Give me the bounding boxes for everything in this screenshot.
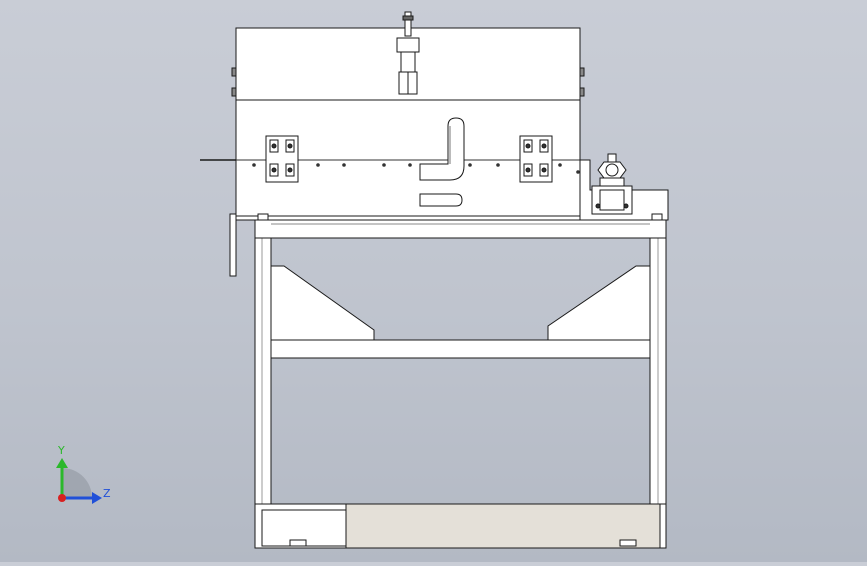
left-leg <box>254 219 272 549</box>
hood-tab-left-1 <box>231 67 237 77</box>
hood-tab-left-2 <box>231 87 237 97</box>
hopper-left <box>270 265 375 343</box>
z-axis-label: Z <box>103 487 111 500</box>
left-side-plate <box>229 213 237 277</box>
hopper-right <box>547 265 651 343</box>
seam-bolts <box>252 163 580 174</box>
hood-tab-right-2 <box>579 87 585 97</box>
right-latch <box>519 135 553 183</box>
axis-triad: Y Z <box>56 444 111 504</box>
left-latch <box>265 135 299 183</box>
top-cylinder <box>396 11 420 95</box>
right-valve <box>591 153 633 215</box>
beam-tab-right <box>651 213 663 221</box>
top-beam <box>254 219 667 239</box>
middle-beam <box>270 339 651 359</box>
bottom-tray <box>345 503 661 549</box>
beam-tab-left <box>257 213 269 221</box>
pipe-elbow <box>419 117 465 207</box>
x-axis-dot-icon <box>58 494 66 502</box>
triad-arc <box>62 468 92 498</box>
hood-tab-right-1 <box>579 67 585 77</box>
y-axis-label: Y <box>57 444 65 457</box>
